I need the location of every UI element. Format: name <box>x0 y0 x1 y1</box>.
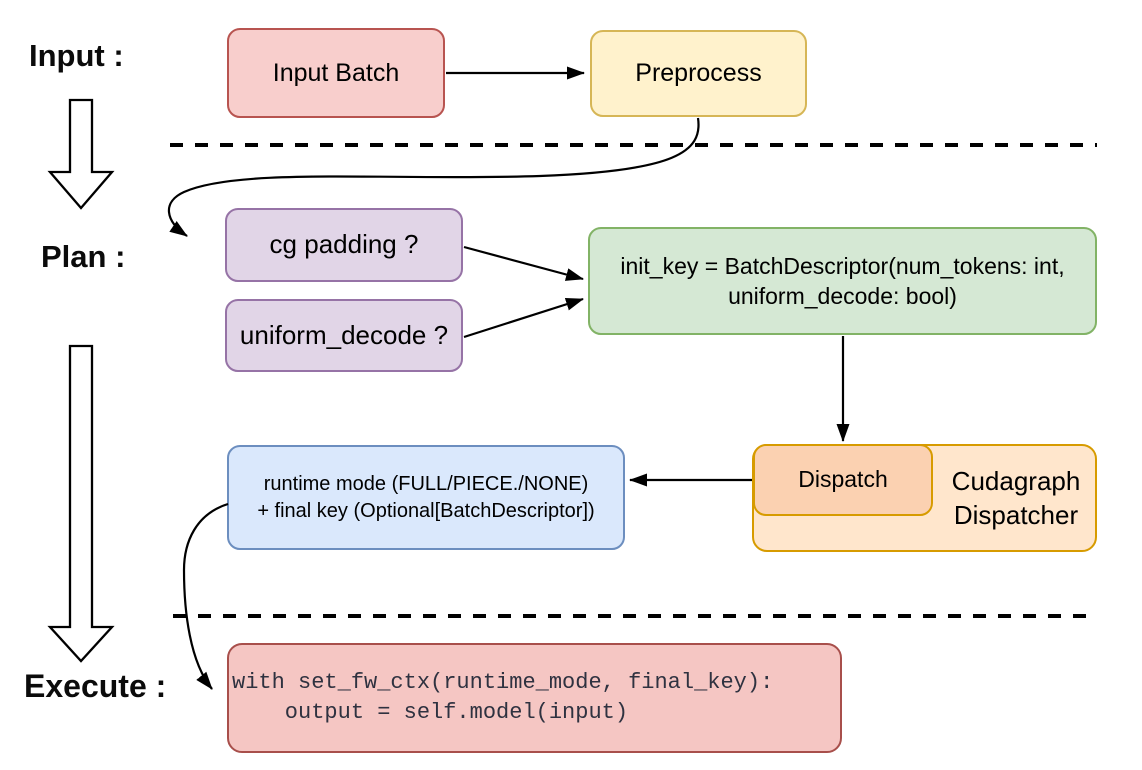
node-cg-padding: cg padding ? <box>225 208 463 282</box>
node-cg-padding-label: cg padding ? <box>269 229 419 260</box>
node-uniform-decode-label: uniform_decode ? <box>239 319 449 350</box>
arrow-cg-padding-to-init-key <box>463 245 584 281</box>
cudagraph-dispatcher-label: Cudagraph Dispatcher <box>936 446 1096 550</box>
node-runtime-mode-line2: + final key (Optional[BatchDescriptor]) <box>257 499 595 522</box>
stage-label-input: Input : <box>29 38 124 73</box>
node-uniform-decode: uniform_decode ? <box>225 299 463 372</box>
node-init-key-line2: uniform_decode: bool) <box>728 283 957 309</box>
node-runtime-mode: runtime mode (FULL/PIECE./NONE) + final … <box>227 445 625 550</box>
hollow-arrow-input-to-plan-icon <box>47 98 115 210</box>
node-dispatch-label: Dispatch <box>798 466 888 493</box>
node-execute-code: with set_fw_ctx(runtime_mode, final_key)… <box>227 643 842 753</box>
node-preprocess: Preprocess <box>590 30 807 117</box>
execute-code-line1: with set_fw_ctx(runtime_mode, final_key)… <box>232 670 774 695</box>
node-dispatch: Dispatch <box>753 444 933 516</box>
node-input-batch: Input Batch <box>227 28 445 118</box>
node-init-key-line1: init_key = BatchDescriptor(num_tokens: i… <box>620 253 1065 279</box>
curve-runtime-mode-to-execute-code <box>182 502 229 690</box>
hollow-arrow-plan-to-execute-icon <box>47 344 115 663</box>
cudagraph-label-line2: Dispatcher <box>953 500 1079 530</box>
arrow-uniform-decode-to-init-key <box>463 297 584 339</box>
node-init-key: init_key = BatchDescriptor(num_tokens: i… <box>588 227 1097 335</box>
execute-code-block: with set_fw_ctx(runtime_mode, final_key)… <box>229 668 773 728</box>
cudagraph-label-line1: Cudagraph <box>951 466 1081 496</box>
node-input-batch-label: Input Batch <box>272 58 400 87</box>
stage-label-execute: Execute : <box>24 668 167 704</box>
node-runtime-mode-line1: runtime mode (FULL/PIECE./NONE) <box>263 472 589 495</box>
stage-label-plan: Plan : <box>41 239 126 274</box>
execute-code-line2: output = self.model(input) <box>232 700 629 725</box>
node-preprocess-label: Preprocess <box>635 59 762 88</box>
